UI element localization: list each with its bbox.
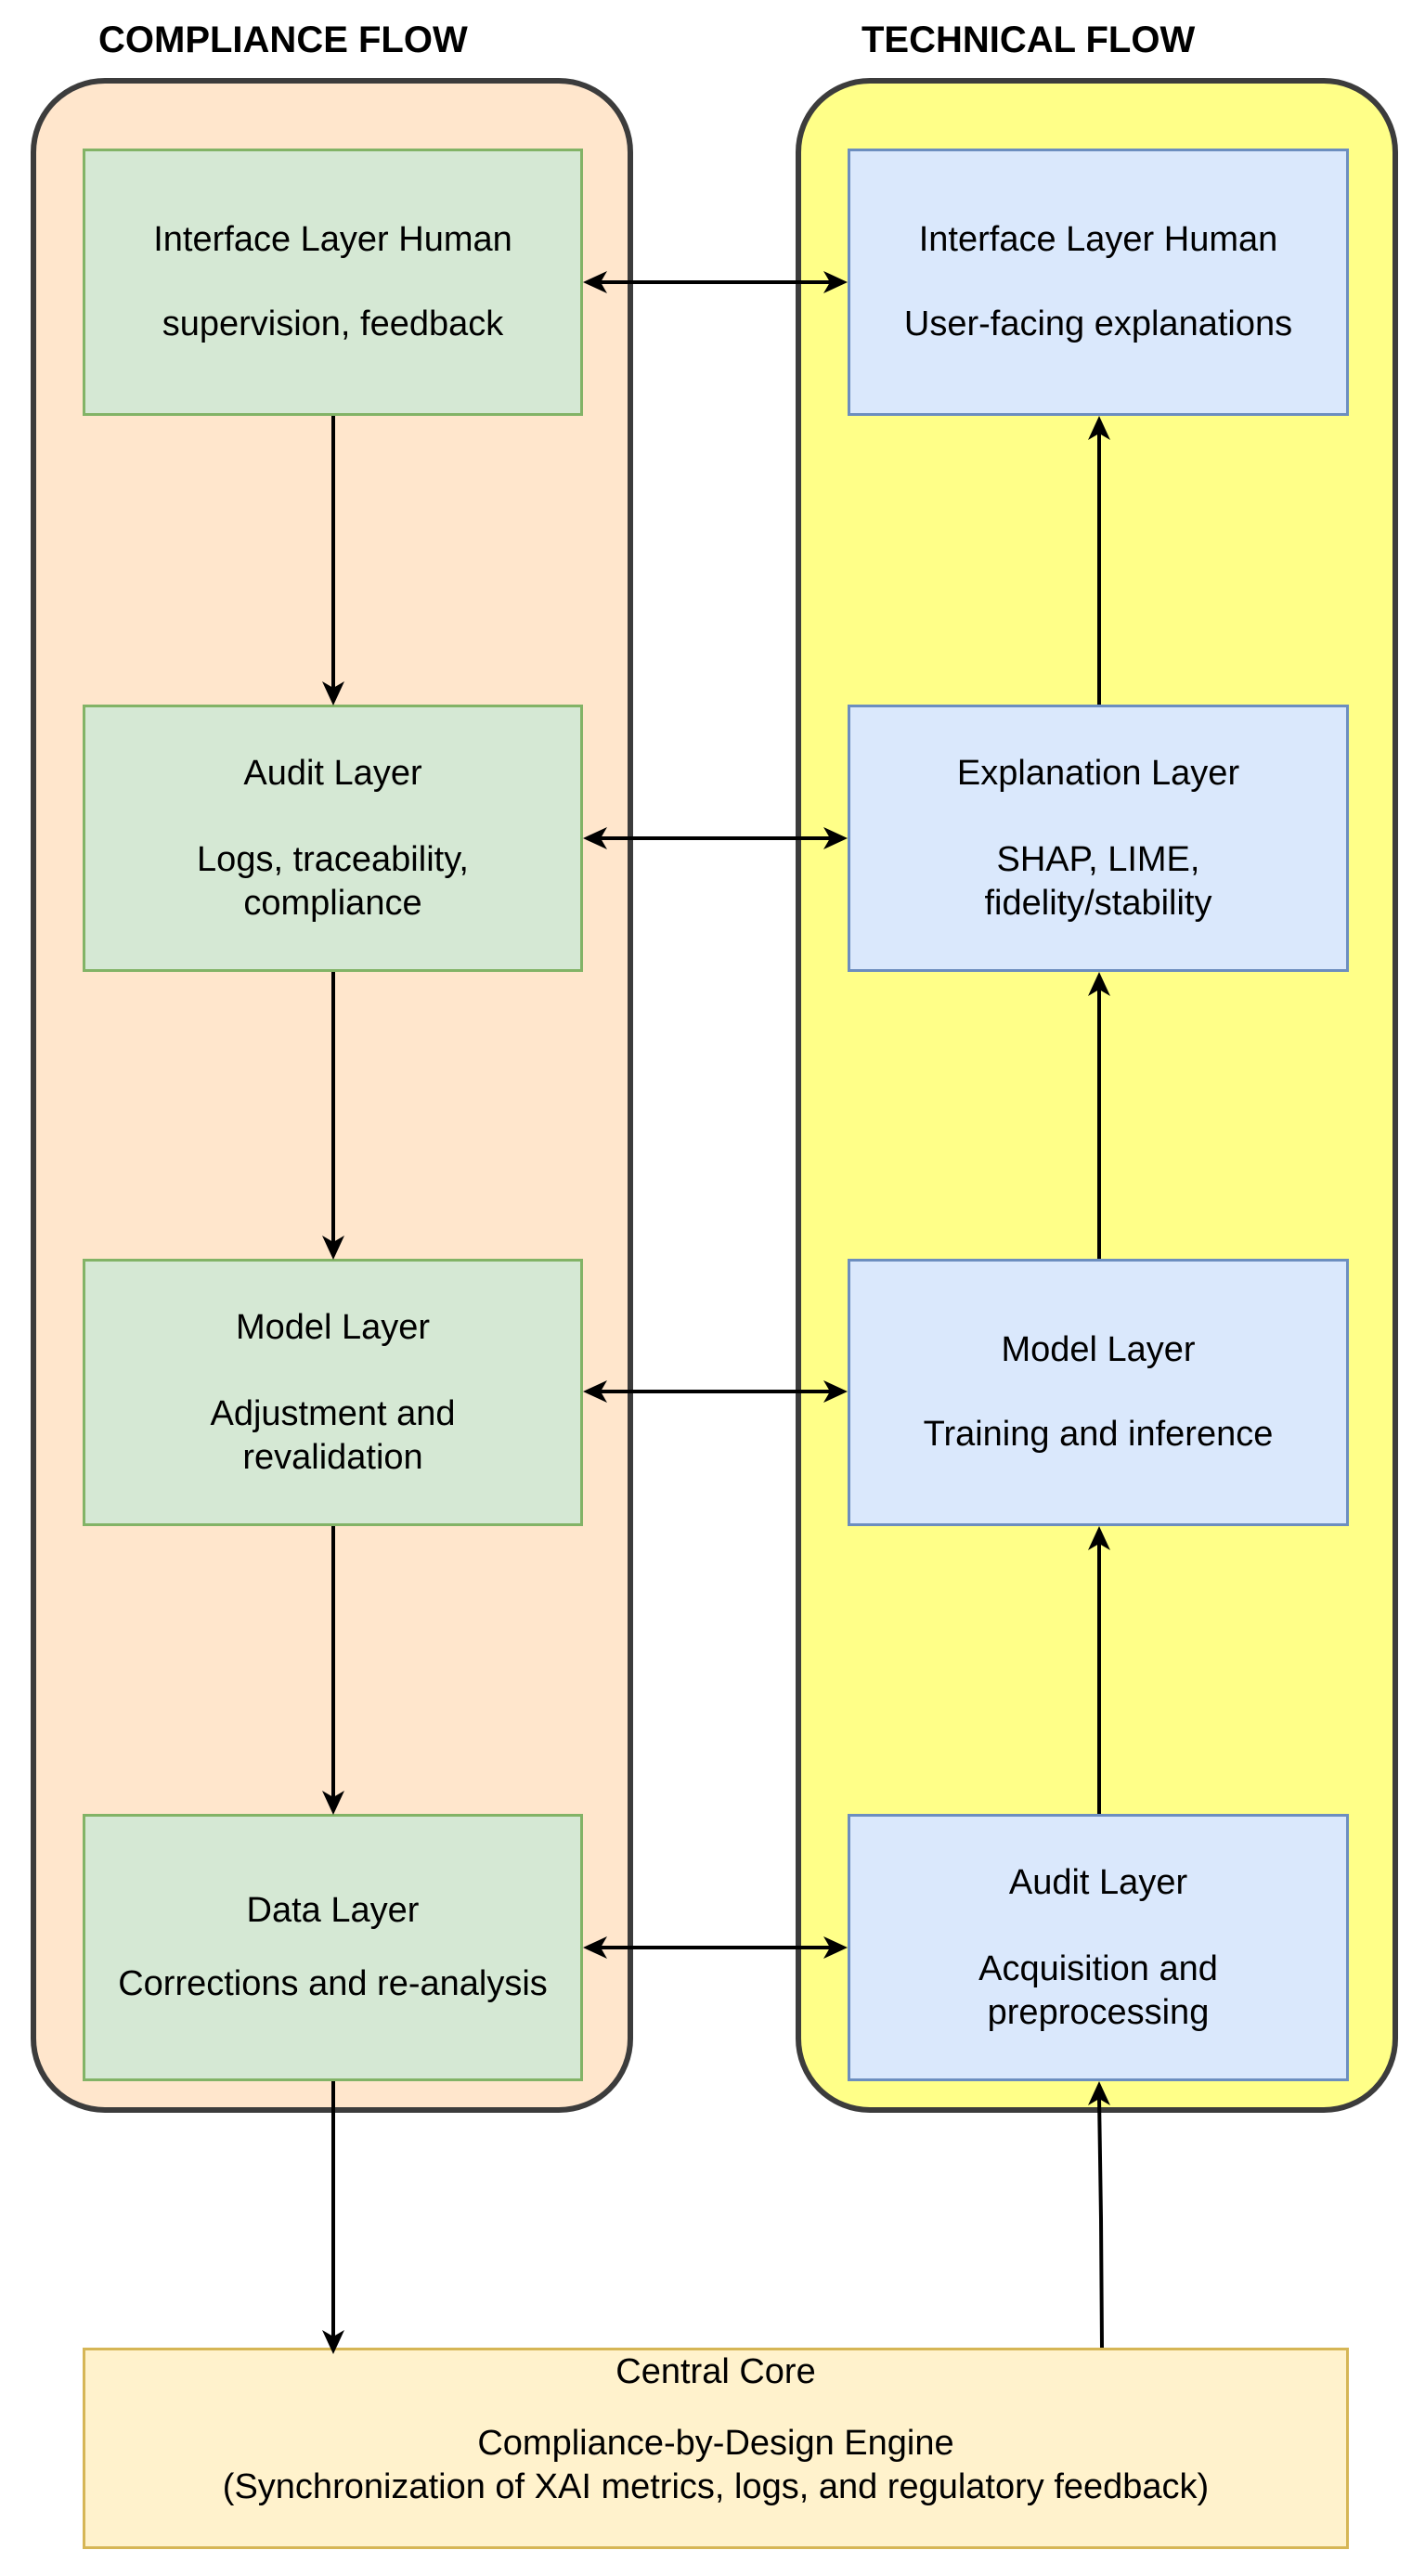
arrow-core-to-technical-audit (1097, 2096, 1104, 2349)
node-title: Audit Layer (243, 753, 422, 793)
compliance-flow-title: COMPLIANCE FLOW (98, 19, 468, 60)
compliance-data-layer-node: Data Layer Corrections and re-analysis (83, 1814, 583, 2081)
node-detail: Adjustment and revalidation (210, 1393, 456, 1477)
core-detail: (Synchronization of XAI metrics, logs, a… (222, 2467, 1210, 2506)
node-detail: Corrections and re-analysis (118, 1964, 548, 2003)
node-detail: User-facing explanations (903, 304, 1293, 343)
central-core-node: Central Core Compliance-by-Design Engine… (83, 2348, 1349, 2549)
node-title: Model Layer (1001, 1330, 1196, 1369)
node-detail: SHAP, LIME, fidelity/stability (984, 839, 1212, 923)
node-title: Model Layer (235, 1307, 431, 1347)
node-title: Interface Layer Human (918, 220, 1278, 259)
compliance-interface-layer-node: Interface Layer Human supervision, feedb… (83, 149, 583, 416)
technical-audit-layer-node: Audit Layer Acquisition and preprocessin… (848, 1814, 1349, 2081)
technical-explanation-layer-node: Explanation Layer SHAP, LIME, fidelity/s… (848, 705, 1349, 972)
node-title: Data Layer (246, 1891, 420, 1930)
core-title: Central Core (615, 2352, 816, 2391)
compliance-audit-layer-node: Audit Layer Logs, traceability, complian… (83, 705, 583, 972)
node-detail: supervision, feedback (162, 304, 504, 343)
node-title: Explanation Layer (956, 753, 1240, 793)
node-detail: Acquisition and preprocessing (978, 1948, 1218, 2032)
compliance-model-layer-node: Model Layer Adjustment and revalidation (83, 1259, 583, 1526)
technical-flow-title: TECHNICAL FLOW (861, 19, 1196, 60)
technical-interface-layer-node: Interface Layer Human User-facing explan… (848, 149, 1349, 416)
core-subtitle: Compliance-by-Design Engine (477, 2424, 954, 2463)
technical-model-layer-node: Model Layer Training and inference (848, 1259, 1349, 1526)
node-detail: Logs, traceability, compliance (197, 839, 469, 923)
node-title: Interface Layer Human (153, 220, 512, 259)
node-detail: Training and inference (923, 1415, 1274, 1454)
node-title: Audit Layer (1008, 1862, 1188, 1902)
